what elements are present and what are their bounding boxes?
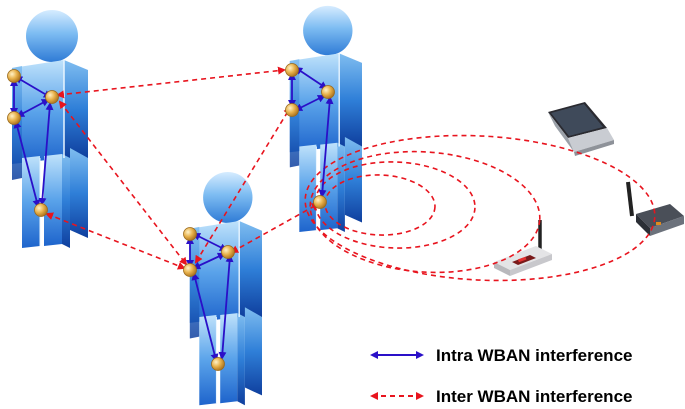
legend: Intra WBAN interference Inter WBAN inter…	[370, 346, 632, 406]
intra-wban-links-left	[10, 75, 54, 208]
access-point-icon	[626, 181, 684, 236]
legend-inter-label: Inter WBAN interference	[436, 387, 632, 406]
person-top-right	[289, 5, 363, 233]
intra-wban-links-center	[186, 233, 234, 362]
legend-intra-label: Intra WBAN interference	[436, 346, 632, 365]
laptop-icon	[548, 102, 614, 156]
person-left	[11, 9, 89, 249]
intra-wban-links-top-right	[288, 66, 334, 198]
person-center	[189, 171, 263, 406]
router-icon	[494, 220, 552, 276]
